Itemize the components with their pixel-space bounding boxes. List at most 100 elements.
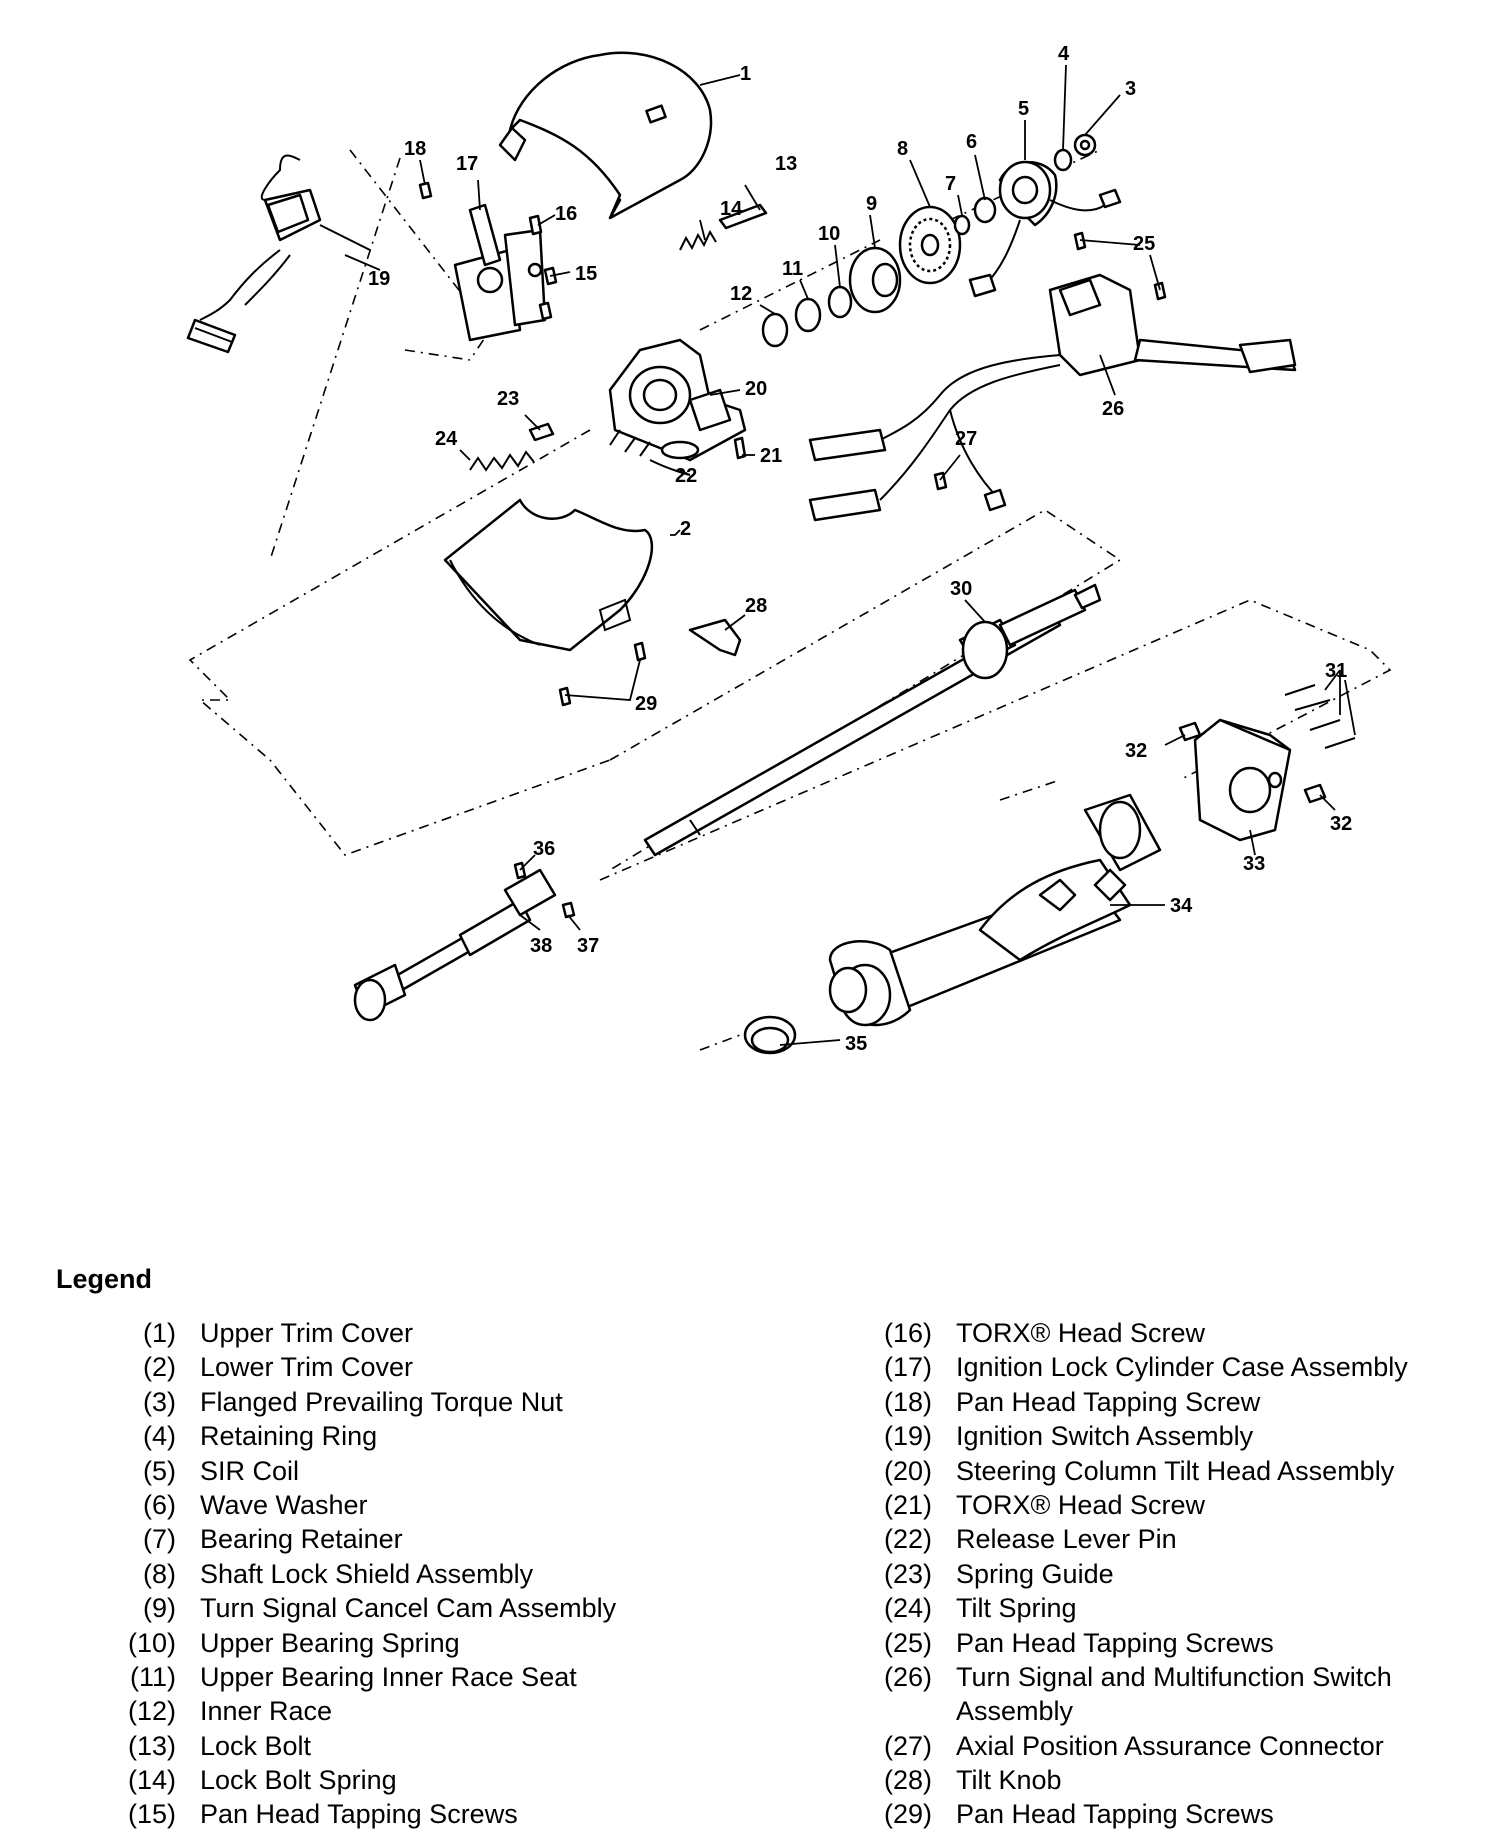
legend-item-text: Upper Bearing Spring xyxy=(200,1627,460,1658)
legend-item-number: (5) xyxy=(143,1455,176,1486)
sir-coil xyxy=(968,160,1122,298)
legend-item-number: (28) xyxy=(883,1765,932,1796)
legend-item-text: Turn Signal and Multifunction Switch Ass… xyxy=(956,1661,1392,1727)
legend-item-text: Wave Washer xyxy=(200,1489,368,1520)
legend-item: (10)Upper Bearing Spring xyxy=(100,1626,800,1660)
callout-30: 30 xyxy=(950,578,972,600)
callout-18: 18 xyxy=(404,138,426,160)
callout-7: 7 xyxy=(945,173,956,195)
callout-labels: 1 2 3 4 5 6 7 8 9 10 11 12 13 14 15 16 1… xyxy=(368,43,1352,1055)
legend-item-number: (9) xyxy=(143,1593,176,1624)
legend-item-number: (22) xyxy=(883,1524,932,1555)
legend-item-number: (18) xyxy=(883,1386,932,1417)
callout-28: 28 xyxy=(745,595,767,617)
legend-item: (14) Lock Bolt Spring xyxy=(100,1763,800,1797)
legend-item-number: (13) xyxy=(127,1730,176,1761)
bearing-retainer xyxy=(953,214,971,236)
legend-item-number: (6) xyxy=(143,1489,176,1520)
steering-shaft xyxy=(643,583,1102,857)
legend-item-number: (14) xyxy=(127,1765,176,1796)
upper-bearing-spring xyxy=(827,285,853,319)
column-flange xyxy=(1193,718,1292,842)
legend-item-text: Retaining Ring xyxy=(200,1421,378,1452)
flanged-torque-nut xyxy=(1073,133,1097,157)
callout-27: 27 xyxy=(955,428,977,450)
legend-item-number: (15) xyxy=(127,1799,176,1830)
callout-13: 13 xyxy=(775,153,797,175)
legend-item: (26) Turn Signal and Multifunction Switch… xyxy=(856,1660,1496,1729)
legend-item: (12)Inner Race xyxy=(100,1694,800,1728)
legend-item-text: Pan Head Tapping Screws xyxy=(956,1627,1274,1658)
legend-item-number: (17) xyxy=(883,1352,932,1383)
turn-signal-cancel-cam xyxy=(848,246,902,314)
callout-11: 11 xyxy=(782,258,803,280)
legend-item: (16) TORX® Head Screw xyxy=(856,1316,1496,1350)
legend-item-number: (4) xyxy=(143,1421,176,1452)
inner-race xyxy=(761,312,789,348)
lower-trim-cover xyxy=(443,498,654,652)
ignition-switch-assembly xyxy=(186,154,371,354)
legend-item-number: (21) xyxy=(883,1489,932,1520)
legend-title: Legend xyxy=(56,1264,153,1294)
callout-31: 31 xyxy=(1325,660,1347,682)
legend-item-number: (11) xyxy=(129,1661,176,1692)
spring-guide xyxy=(528,422,555,442)
shaft-lock-shield xyxy=(898,205,962,285)
legend-item-text: TORX® Head Screw xyxy=(956,1318,1205,1348)
callout-38: 38 xyxy=(530,935,552,957)
legend-item: (29)Pan Head Tapping Screws xyxy=(856,1797,1496,1831)
lock-bolt xyxy=(718,203,768,230)
callout-3: 3 xyxy=(1125,78,1136,100)
legend-item: (22) Release Lever Pin xyxy=(856,1522,1496,1556)
retaining-ring xyxy=(1053,148,1073,172)
legend-item-text: TORX® Head Screw xyxy=(956,1489,1205,1520)
legend-item-number: (16) xyxy=(883,1318,932,1348)
legend-item-text: Upper Bearing Inner Race Seat xyxy=(200,1661,577,1692)
legend-item: (7)Bearing Retainer xyxy=(100,1522,800,1556)
steering-column-jacket xyxy=(828,793,1162,1027)
legend-item: (27) Axial Position Assurance Connector xyxy=(856,1729,1496,1763)
torx-screw-21 xyxy=(733,436,747,460)
legend-item: (5)SIR Coil xyxy=(100,1454,800,1488)
legend-item-number: (26) xyxy=(883,1661,932,1692)
legend-item-text: Axial Position Assurance Connector xyxy=(956,1730,1384,1761)
pan-head-screws-29a xyxy=(633,641,647,662)
callout-21: 21 xyxy=(760,445,782,467)
legend-item-text: Lock Bolt xyxy=(200,1730,312,1761)
callout-19: 19 xyxy=(368,268,390,290)
legend-item: (9) Turn Signal Cancel Cam Assembly xyxy=(100,1591,800,1625)
legend-item-text: Pan Head Tapping Screws xyxy=(956,1799,1274,1830)
legend-item: (11) Upper Bearing Inner Race Seat xyxy=(100,1660,800,1694)
callout-4: 4 xyxy=(1058,43,1070,65)
legend-item-text: Bearing Retainer xyxy=(200,1524,403,1555)
legend-item-text: Tilt Spring xyxy=(956,1593,1077,1624)
legend-item-number: (20) xyxy=(883,1455,932,1486)
callout-12: 12 xyxy=(730,283,752,305)
callout-9: 9 xyxy=(866,193,877,215)
legend-item-text: Ignition Switch Assembly xyxy=(956,1421,1254,1452)
legend-item-number: (27) xyxy=(883,1730,932,1761)
intermediate-shaft xyxy=(353,868,557,1022)
legend-item-text: Pan Head Tapping Screw xyxy=(956,1386,1261,1417)
legend-item-text: Pan Head Tapping Screws xyxy=(200,1799,518,1830)
legend-item: (8)Shaft Lock Shield Assembly xyxy=(100,1557,800,1591)
callout-2: 2 xyxy=(680,518,691,540)
callout-10: 10 xyxy=(818,223,840,245)
legend-item-text: Release Lever Pin xyxy=(956,1524,1177,1555)
legend-item-text: Ignition Lock Cylinder Case Assembly xyxy=(956,1352,1408,1383)
legend-item-number: (8) xyxy=(143,1558,176,1589)
exploded-diagram: 1 2 3 4 5 6 7 8 9 10 11 12 13 14 15 16 1… xyxy=(186,43,1392,1055)
legend-item: (19)Ignition Switch Assembly xyxy=(856,1419,1496,1453)
callout-20: 20 xyxy=(745,378,767,400)
callout-32-left: 32 xyxy=(1125,740,1147,762)
legend-item: (25)Pan Head Tapping Screws xyxy=(856,1626,1496,1660)
callout-33: 33 xyxy=(1243,853,1265,875)
legend-item-number: (2) xyxy=(143,1352,176,1383)
tilt-spring xyxy=(469,450,535,472)
callout-1: 1 xyxy=(740,63,751,85)
legend-item-text: Upper Trim Cover xyxy=(200,1318,414,1348)
legend-item-text: Turn Signal Cancel Cam Assembly xyxy=(200,1593,617,1624)
legend-item-text: Lock Bolt Spring xyxy=(200,1765,397,1796)
ignition-lock-cylinder-case xyxy=(453,203,547,342)
callout-6: 6 xyxy=(966,131,977,153)
